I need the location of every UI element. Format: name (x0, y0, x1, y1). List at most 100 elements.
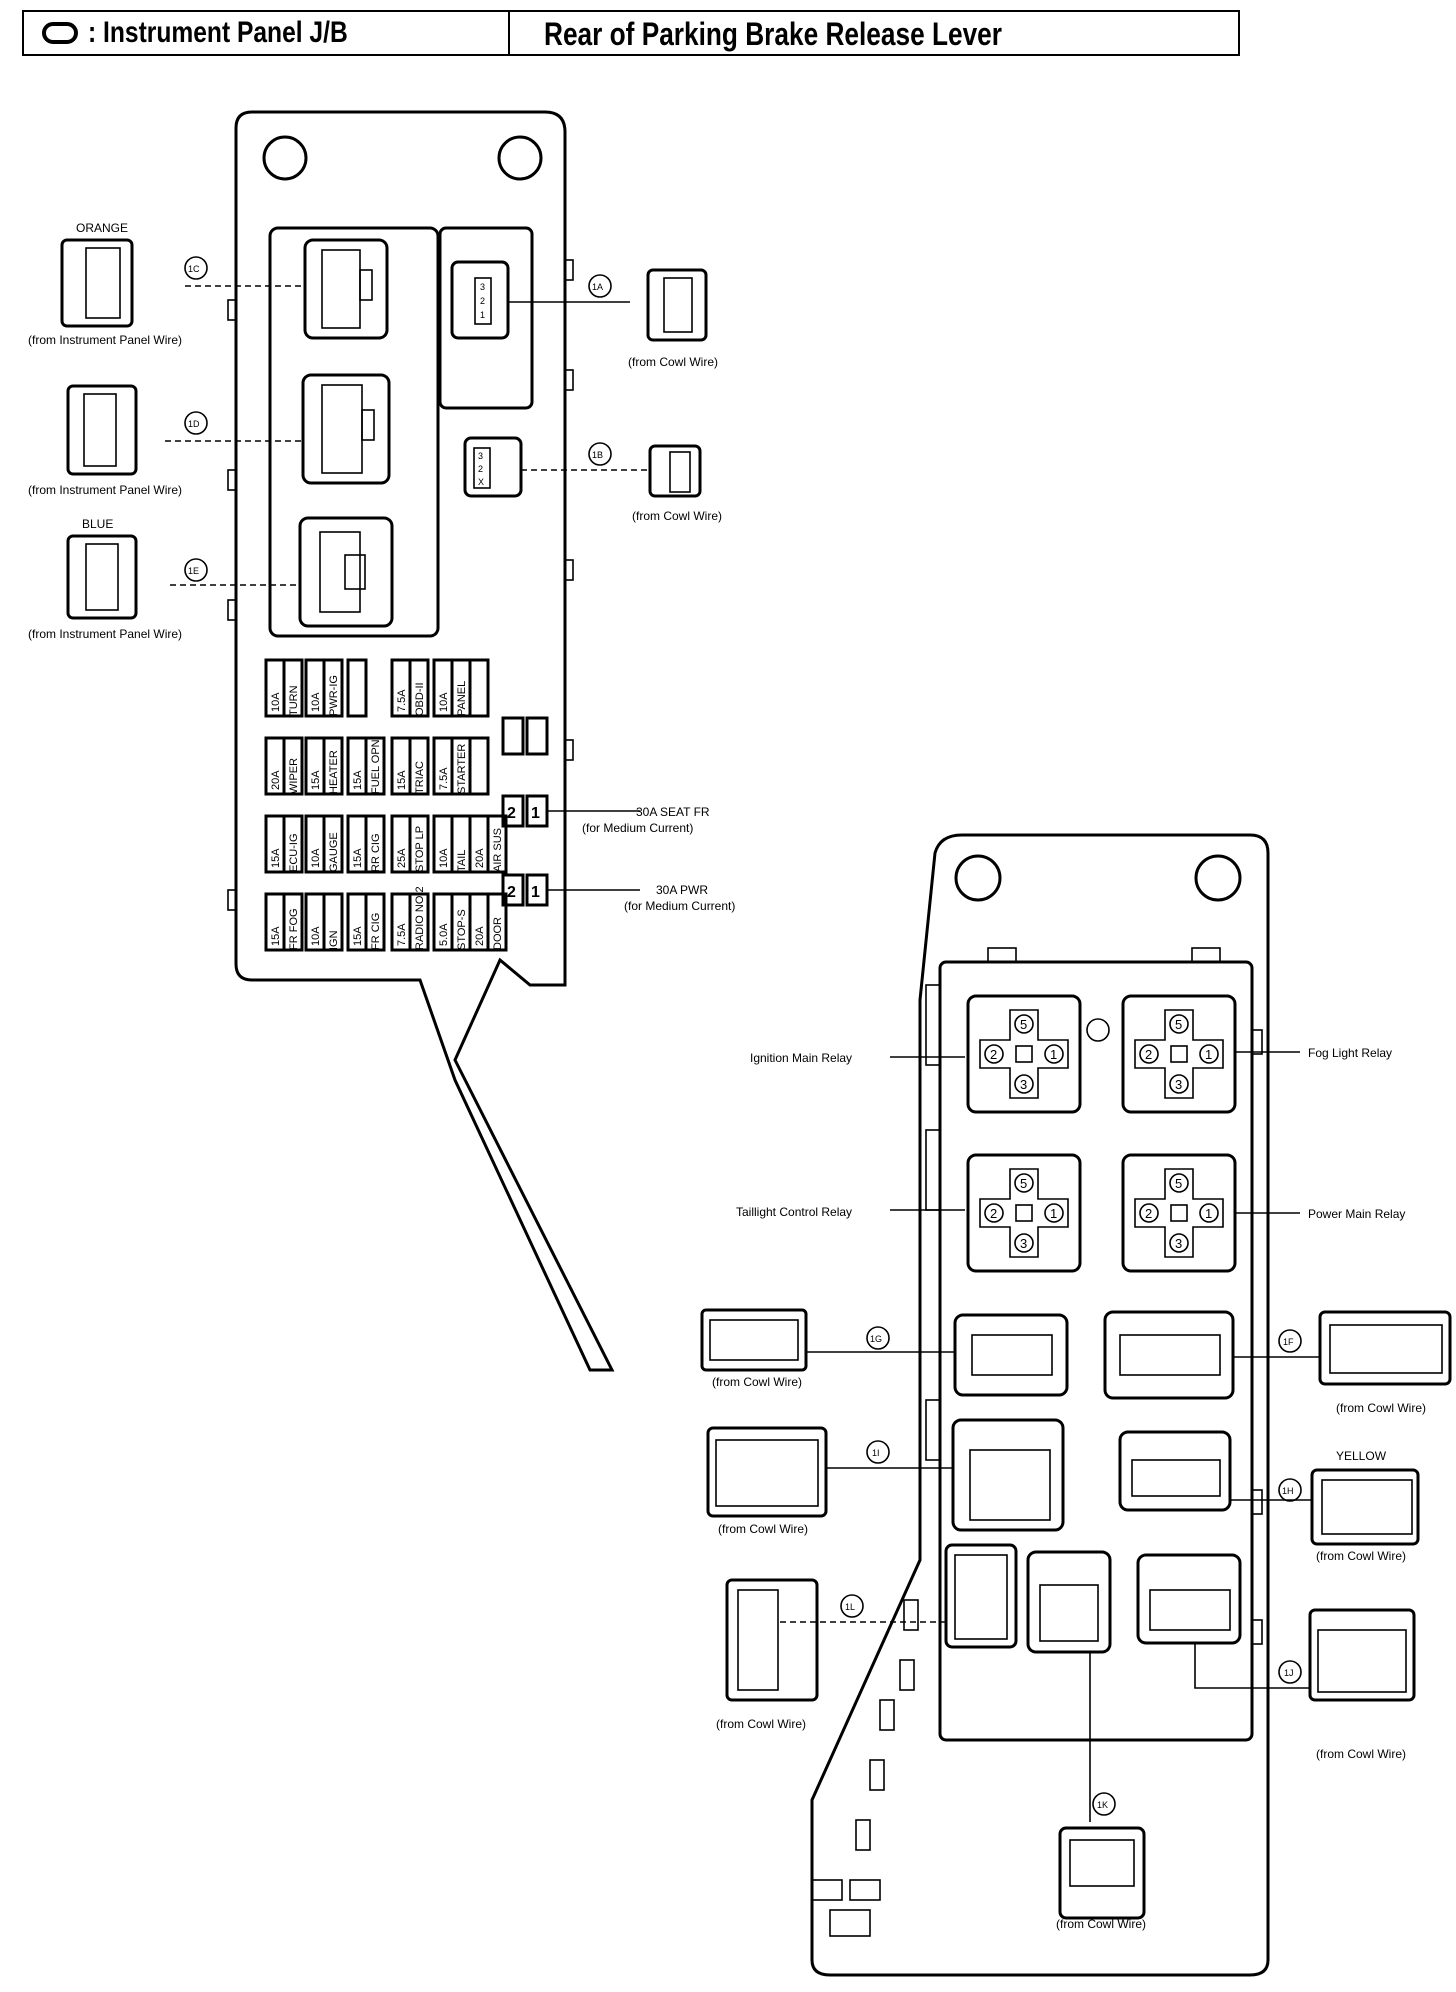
relay-pin: 5 (1175, 1017, 1182, 1032)
fuse-amp: 15A (352, 926, 364, 946)
relay-pin: 2 (990, 1047, 997, 1062)
fuse-amp: 15A (396, 770, 408, 790)
fuse-amp: 15A (352, 770, 364, 790)
relay-pin: 5 (1020, 1176, 1027, 1191)
conn-1k-from: (from Cowl Wire) (1056, 1917, 1146, 1931)
relay-pin: 3 (1020, 1077, 1027, 1092)
conn-1d-from: (from Instrument Panel Wire) (28, 483, 182, 497)
jb-socket-1e (298, 516, 394, 628)
header-title-right: Rear of Parking Brake Release Lever (544, 16, 1002, 52)
conn-1b-from: (from Cowl Wire) (632, 509, 722, 523)
jb-socket-1f (1103, 1310, 1235, 1400)
fuse-amp: 20A (474, 926, 486, 946)
fuse-name: OBD-II (414, 682, 426, 716)
fuse-name: DOOR (492, 917, 504, 950)
connector-1d: 1D (from Instrument Panel Wire) (28, 384, 303, 497)
fuse-name: STOP-S (456, 909, 468, 950)
fuse-amp: 5.0A (438, 923, 450, 946)
conn-1l-label: 1L (845, 1602, 855, 1612)
svg-text:X: X (478, 477, 484, 487)
conn-1h-from: (from Cowl Wire) (1316, 1549, 1406, 1563)
fuse-amp: 25A (396, 848, 408, 868)
jb-socket-1g (953, 1313, 1069, 1397)
header-divider (508, 12, 510, 54)
fog-light-relay-label: Fog Light Relay (1308, 1046, 1392, 1060)
connector-1b: 1B (from Cowl Wire) (521, 442, 722, 523)
svg-text:3: 3 (480, 282, 485, 292)
blue-color-label: BLUE (82, 517, 113, 531)
mc2-sub: (for Medium Current) (624, 899, 735, 913)
connector-1e: BLUE 1E (from Instrument Panel Wire) (28, 517, 300, 641)
mc1-label: 30A SEAT FR (636, 805, 710, 819)
conn-1j-label: 1J (1284, 1668, 1294, 1678)
fuse: 20A DOOR (468, 892, 508, 952)
fuse: 15A FUEL OPN (346, 736, 386, 796)
jb-socket-1h (1118, 1430, 1232, 1512)
taillight-control-relay-label: Taillight Control Relay (736, 1205, 852, 1219)
fuse (468, 658, 490, 718)
conn-1b-label: 1B (592, 450, 603, 460)
conn-1k-label: 1K (1097, 1800, 1108, 1810)
relay-pin: 3 (1020, 1236, 1027, 1251)
conn-1f-label: 1F (1283, 1337, 1294, 1347)
jb-socket-1l (944, 1543, 1018, 1649)
fuse-amp: 20A (270, 770, 282, 790)
fuse-amp: 20A (474, 848, 486, 868)
relay-pin: 3 (1175, 1236, 1182, 1251)
connector-symbol-icon (42, 22, 78, 44)
svg-text:1: 1 (480, 310, 485, 320)
medium-current-fuse-seat-fr: 2 1 (501, 794, 549, 828)
conn-1l-from: (from Cowl Wire) (716, 1717, 806, 1731)
jb-socket-1i (951, 1418, 1065, 1532)
mc2-pin-1: 1 (531, 884, 540, 901)
connector-1l: 1L (from Cowl Wire) (716, 1578, 946, 1731)
fuse-amp: 10A (438, 692, 450, 712)
relay-pin: 2 (1145, 1047, 1152, 1062)
fuse-name: TURN (288, 685, 300, 716)
connector-1h: YELLOW 1H (from Cowl Wire) (1230, 1449, 1420, 1563)
orange-color-label: ORANGE (76, 221, 128, 235)
fuse-amp: 7.5A (396, 923, 408, 946)
relay-pin: 5 (1175, 1176, 1182, 1191)
fuse: 10A IGN (304, 892, 344, 952)
connector-1g: 1G (from Cowl Wire) (700, 1308, 955, 1389)
header-title-left: : Instrument Panel J/B (88, 16, 348, 49)
fuse-name: FR FOG (288, 908, 300, 950)
jb-socket-1j (1136, 1553, 1242, 1645)
relay-pin: 2 (1145, 1206, 1152, 1221)
jb-socket-1a: 321 (450, 260, 510, 340)
fuse-amp: 10A (310, 926, 322, 946)
fuse-name: ECU-IG (288, 834, 300, 873)
fuse-name: STOP LP (414, 826, 426, 872)
fuse-name: FUEL OPN (370, 739, 382, 794)
conn-1i-label: 1I (872, 1448, 880, 1458)
tail-holes (811, 1599, 919, 1937)
fuse-amp: 7.5A (438, 767, 450, 790)
connector-1f: 1F (from Cowl Wire) (1233, 1310, 1452, 1415)
power-main-relay-label: Power Main Relay (1308, 1207, 1405, 1221)
fuse-amp: 15A (270, 848, 282, 868)
mc1-sub: (for Medium Current) (582, 821, 693, 835)
svg-text:2: 2 (478, 464, 483, 474)
conn-1g-label: 1G (870, 1334, 882, 1344)
fuse-name: IGN (328, 930, 340, 950)
ignition-main-relay-label: Ignition Main Relay (750, 1051, 852, 1065)
conn-1c-label: 1C (188, 264, 200, 274)
